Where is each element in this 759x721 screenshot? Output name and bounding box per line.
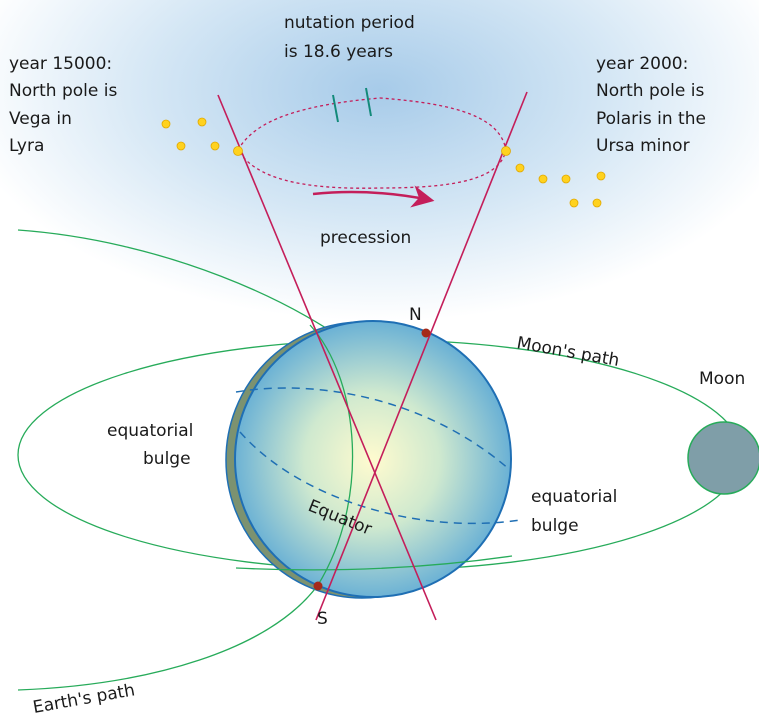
star xyxy=(538,174,548,184)
star xyxy=(596,171,606,181)
left-pole-label-line2: North pole is xyxy=(9,81,117,101)
ursa-minor-constellation xyxy=(501,146,606,208)
lyra-constellation xyxy=(161,117,243,156)
nutation-label-line1: nutation period xyxy=(284,13,415,33)
moon-label: Moon xyxy=(699,369,745,389)
sky-background xyxy=(0,0,759,360)
precession-label: precession xyxy=(320,228,411,248)
bulge-left-label-line2: bulge xyxy=(143,449,191,469)
earths-path-label: Earth's path xyxy=(31,680,136,718)
nutation-tick-left xyxy=(332,94,339,123)
equator-line-front xyxy=(239,431,521,525)
axis-line-right xyxy=(315,91,528,621)
right-pole-label-line2: North pole is xyxy=(596,81,704,101)
nutation-label-line2: is 18.6 years xyxy=(284,42,393,62)
north-label: N xyxy=(409,305,422,325)
right-pole-label-line3: Polaris in the xyxy=(596,109,706,129)
earth-globe xyxy=(234,320,512,598)
south-label: S xyxy=(317,609,328,629)
bulge-left-label-line1: equatorial xyxy=(107,421,193,441)
equator-line-back xyxy=(235,387,511,471)
star xyxy=(592,198,602,208)
nutation-tick-right xyxy=(365,87,372,117)
star xyxy=(197,117,207,127)
axis-line-left xyxy=(217,94,437,621)
left-pole-label-line4: Lyra xyxy=(9,136,44,156)
moons-orbit-front xyxy=(235,555,513,571)
left-pole-label-line3: Vega in xyxy=(9,109,72,129)
moon-body xyxy=(687,421,759,495)
star-vega xyxy=(233,146,243,156)
bulge-right-label-line2: bulge xyxy=(531,516,579,536)
star xyxy=(515,163,525,173)
south-pole-marker xyxy=(313,581,323,591)
right-pole-label-line4: Ursa minor xyxy=(596,136,690,156)
star xyxy=(210,141,220,151)
star xyxy=(176,141,186,151)
north-pole-marker xyxy=(421,328,431,338)
star-polaris xyxy=(501,146,511,156)
star xyxy=(161,119,171,129)
left-pole-label-line1: year 15000: xyxy=(9,54,112,74)
bulge-right-label-line1: equatorial xyxy=(531,487,617,507)
star xyxy=(569,198,579,208)
star xyxy=(561,174,571,184)
precession-arrow xyxy=(312,185,435,208)
right-pole-label-line1: year 2000: xyxy=(596,54,688,74)
